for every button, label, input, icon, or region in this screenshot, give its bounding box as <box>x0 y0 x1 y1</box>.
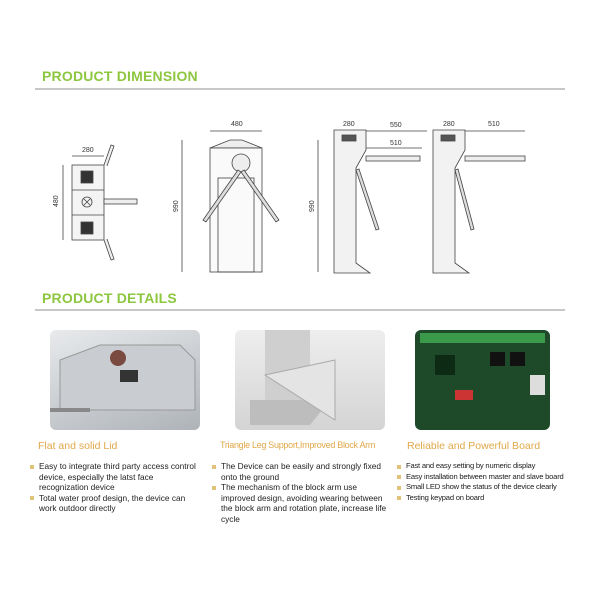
turnstile-lid-image <box>50 344 196 412</box>
svg-text:280: 280 <box>343 121 355 128</box>
divider <box>35 309 565 311</box>
detail-title-leg: Triangle Leg Support,Improved Block Arm <box>220 440 376 450</box>
svg-text:990: 990 <box>173 200 180 212</box>
circuit-board-image <box>420 333 545 400</box>
list-item: Easy to integrate third party access con… <box>30 461 205 493</box>
triangle-leg-image <box>250 330 336 425</box>
svg-text:510: 510 <box>390 140 402 147</box>
divider <box>35 88 565 90</box>
list-item: Testing keypad on board <box>397 493 597 504</box>
list-item: Easy installation between master and sla… <box>397 472 597 483</box>
list-item: Small LED show the status of the device … <box>397 482 597 493</box>
list-item: Total water proof design, the device can… <box>30 493 205 514</box>
side-view-2-drawing: 280 510 <box>432 121 526 274</box>
svg-text:990: 990 <box>309 200 316 212</box>
svg-text:280: 280 <box>443 121 455 128</box>
list-item: Fast and easy setting by numeric display <box>397 461 597 472</box>
section-title-dimension: PRODUCT DIMENSION <box>42 68 198 84</box>
list-item: The Device can be easily and strongly fi… <box>212 461 387 482</box>
side-view-drawing: 280 550 510 990 <box>309 121 427 274</box>
photo-flat-lid <box>50 330 200 430</box>
svg-text:510: 510 <box>488 121 500 128</box>
list-item: The mechanism of the block arm use impro… <box>212 482 387 524</box>
svg-text:550: 550 <box>390 122 402 129</box>
detail-title-lid: Flat and solid Lid <box>38 440 118 452</box>
detail-bullets-leg: The Device can be easily and strongly fi… <box>212 461 387 525</box>
svg-text:280: 280 <box>82 147 94 154</box>
detail-bullets-board: Fast and easy setting by numeric display… <box>397 461 597 503</box>
detail-title-board: Reliable and Powerful Board <box>407 440 541 452</box>
svg-text:480: 480 <box>231 121 243 128</box>
section-title-details: PRODUCT DETAILS <box>42 290 177 306</box>
svg-text:480: 480 <box>53 195 60 207</box>
photo-control-board <box>415 330 550 430</box>
photo-triangle-leg <box>235 330 385 430</box>
detail-bullets-lid: Easy to integrate third party access con… <box>30 461 205 514</box>
top-view-drawing: 280 480 <box>53 144 138 261</box>
front-view-drawing: 480 990 <box>173 121 280 273</box>
dimension-drawings: 280 480 480 990 280 550 510 990 280 510 <box>53 121 526 274</box>
